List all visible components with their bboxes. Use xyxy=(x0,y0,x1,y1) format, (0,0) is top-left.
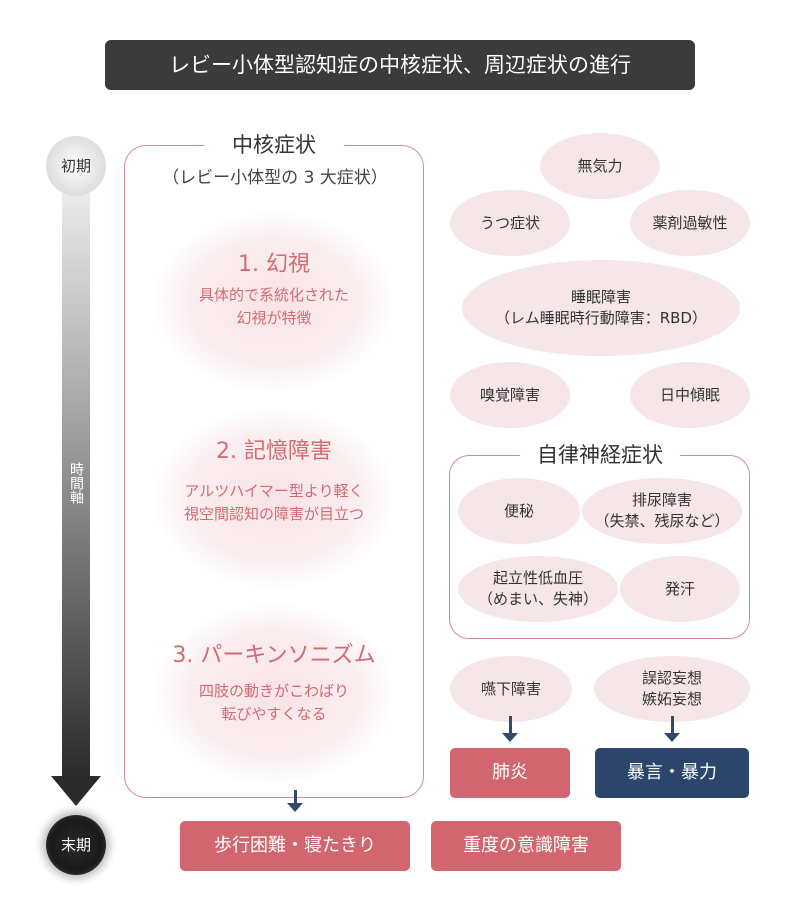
symptom-1-desc: 具体的で系統化された 幻視が特徴 xyxy=(124,284,424,330)
urination-line1: 排尿障害 xyxy=(631,491,692,509)
outcome-violence: 暴言・暴力 xyxy=(595,748,749,798)
symptom-delusion: 誤認妄想 嫉妬妄想 xyxy=(594,656,750,722)
symptom-3-desc-line1: 四肢の動きがこわばり xyxy=(198,682,349,700)
symptom-3-desc-line2: 転びやすくなる xyxy=(221,705,327,723)
timeline-axis-label: 時間軸 xyxy=(68,462,84,504)
arrow-to-violence-shaft xyxy=(671,716,674,734)
delusion-line1: 誤認妄想 xyxy=(641,669,702,687)
symptom-2-glow xyxy=(154,408,394,588)
outcome-bedridden: 歩行困難・寝たきり xyxy=(180,821,410,871)
page-title: レビー小体型認知症の中核症状、周辺症状の進行 xyxy=(105,40,695,90)
symptom-drug-sensitivity: 薬剤過敏性 xyxy=(630,190,750,256)
outcome-severe-consciousness-disorder: 重度の意識障害 xyxy=(431,821,621,871)
arrow-to-pneumonia-shaft xyxy=(509,716,512,734)
delusion-line2: 嫉妬妄想 xyxy=(641,690,702,708)
arrow-down-icon xyxy=(664,733,680,742)
symptom-sweating: 発汗 xyxy=(620,556,740,622)
symptom-2-desc-line2: 視空間認知の障害が目立つ xyxy=(183,505,364,523)
symptom-urination-disorder: 排尿障害 （失禁、残尿など） xyxy=(582,478,742,544)
symptom-smell-disorder: 嗅覚障害 xyxy=(450,362,570,428)
symptom-2-desc: アルツハイマー型より軽く 視空間認知の障害が目立つ xyxy=(124,480,424,526)
outcome-pneumonia: 肺炎 xyxy=(450,748,570,798)
arrow-down-icon xyxy=(287,803,303,812)
symptom-3-title: 3. パーキンソニズム xyxy=(172,643,376,668)
symptom-3-desc: 四肢の動きがこわばり 転びやすくなる xyxy=(124,680,424,726)
symptom-2-title: 2. 記憶障害 xyxy=(216,439,332,464)
symptom-apathy: 無気力 xyxy=(540,133,660,199)
symptom-1-glow xyxy=(154,212,394,392)
symptom-depression: うつ症状 xyxy=(450,190,570,256)
symptom-dysphagia: 嚥下障害 xyxy=(450,656,572,722)
timeline-arrow-icon xyxy=(51,776,101,806)
symptom-orthostatic-hypotension: 起立性低血圧 （めまい、失神） xyxy=(458,556,618,622)
timeline-bar xyxy=(62,178,90,778)
core-symptoms-title: 中核症状 xyxy=(204,130,344,160)
symptom-1-title: 1. 幻視 xyxy=(238,252,310,277)
sleep-disorder-line2: （レム睡眠時行動障害：RBD） xyxy=(495,309,707,327)
hypotension-line2: （めまい、失神） xyxy=(477,590,598,608)
timeline-end: 末期 xyxy=(46,815,106,875)
symptom-constipation: 便秘 xyxy=(458,478,580,544)
urination-line2: （失禁、残尿など） xyxy=(594,512,730,530)
symptom-sleep-disorder: 睡眠障害 （レム睡眠時行動障害：RBD） xyxy=(462,260,740,356)
symptom-1-desc-line2: 幻視が特徴 xyxy=(236,309,312,327)
symptom-2-desc-line1: アルツハイマー型より軽く xyxy=(184,482,364,500)
core-symptoms-subtitle: （レビー小体型の 3 大症状） xyxy=(162,168,388,188)
timeline-start: 初期 xyxy=(46,136,106,196)
sleep-disorder-line1: 睡眠障害 xyxy=(570,288,631,306)
symptom-1-desc-line1: 具体的で系統化された xyxy=(198,286,349,304)
symptom-3-glow xyxy=(154,604,394,784)
arrow-down-icon xyxy=(502,733,518,742)
symptom-daytime-sleepiness: 日中傾眠 xyxy=(630,362,750,428)
autonomic-symptoms-title: 自律神経症状 xyxy=(520,440,680,470)
hypotension-line1: 起立性低血圧 xyxy=(492,569,583,587)
arrow-to-bedridden-shaft xyxy=(294,790,297,804)
